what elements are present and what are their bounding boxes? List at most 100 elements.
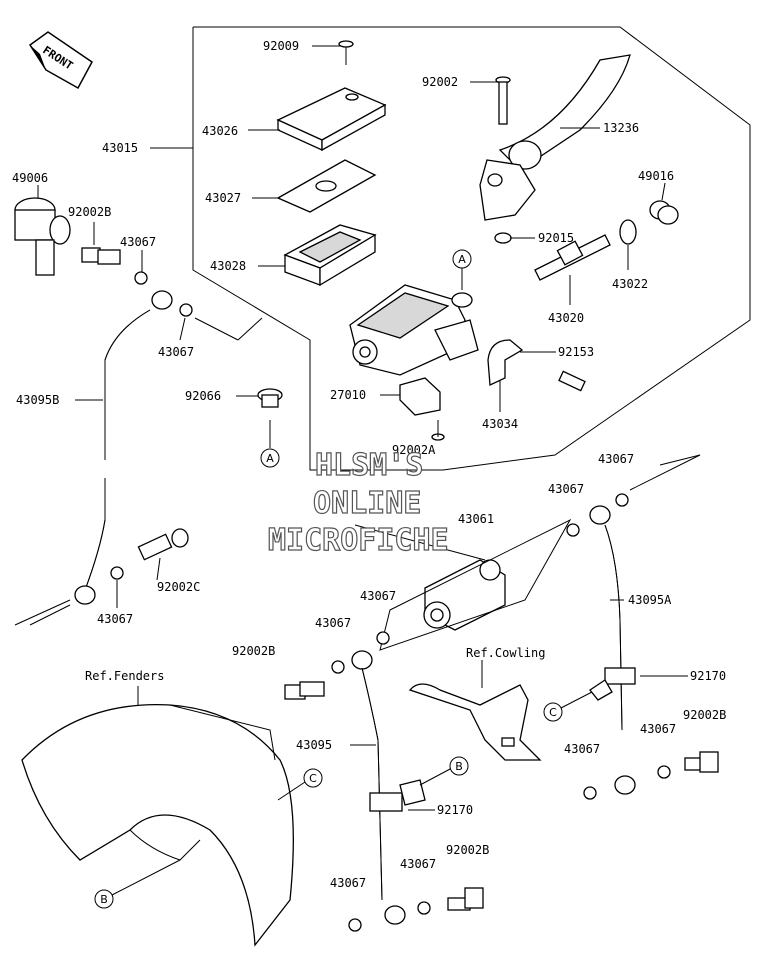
svg-text:A: A bbox=[458, 253, 466, 266]
clamp-92170-b bbox=[369, 779, 426, 812]
label-43095A: 43095A bbox=[628, 593, 672, 607]
svg-text:A: A bbox=[266, 452, 274, 465]
circlip-43022 bbox=[619, 219, 637, 245]
washer-43067-c bbox=[615, 493, 629, 507]
svg-text:C: C bbox=[309, 772, 317, 785]
callout-a2: A bbox=[260, 420, 280, 468]
label-43095B: 43095B bbox=[16, 393, 59, 407]
clamp-92170-a bbox=[589, 667, 636, 701]
label-43095: 43095 bbox=[296, 738, 332, 752]
boot-49016 bbox=[649, 200, 679, 225]
watermark-line-2: ONLINE bbox=[313, 486, 421, 521]
reservoir-diaphragm bbox=[283, 224, 377, 287]
washer-43067-a bbox=[134, 271, 148, 285]
label-49016: 49016 bbox=[638, 169, 674, 183]
washer-43067-f bbox=[376, 631, 390, 645]
hose-43095 bbox=[351, 650, 406, 925]
front-fender bbox=[21, 703, 294, 947]
hose-43095B bbox=[74, 290, 173, 605]
label-43061: 43061 bbox=[458, 512, 494, 526]
label-ref-cowling: Ref.Cowling bbox=[466, 646, 545, 660]
label-43067-k: 43067 bbox=[640, 722, 676, 736]
reservoir-plate bbox=[276, 159, 377, 213]
label-92170-a: 92170 bbox=[690, 669, 726, 683]
label-43067-f: 43067 bbox=[360, 589, 396, 603]
label-43067-i: 43067 bbox=[400, 857, 436, 871]
washer-43067-j bbox=[583, 786, 597, 800]
master-cylinder-body bbox=[349, 284, 479, 376]
label-13236: 13236 bbox=[603, 121, 639, 135]
label-ref-fenders: Ref.Fenders bbox=[85, 669, 164, 683]
screw-92009 bbox=[338, 40, 354, 65]
label-92170-b: 92170 bbox=[437, 803, 473, 817]
callout-c2: C bbox=[277, 768, 323, 801]
watermark: HLSM'S ONLINE MICROFICHE bbox=[267, 447, 449, 558]
label-92002B-d: 92002B bbox=[446, 843, 489, 857]
bolt-92153 bbox=[558, 370, 586, 392]
washer-43067-h bbox=[348, 918, 362, 932]
label-43020: 43020 bbox=[548, 311, 584, 325]
label-43027: 43027 bbox=[205, 191, 241, 205]
label-92002B-b: 92002B bbox=[683, 708, 726, 722]
brake-lever bbox=[479, 54, 631, 221]
watermark-line-3: MICROFICHE bbox=[268, 523, 449, 558]
assembly-outline bbox=[192, 26, 751, 471]
cap-92066 bbox=[257, 388, 283, 408]
banjo-bolt-92002C bbox=[137, 528, 189, 561]
label-43067-h: 43067 bbox=[330, 876, 366, 890]
label-92002A: 92002A bbox=[392, 443, 436, 457]
label-43067-a: 43067 bbox=[120, 235, 156, 249]
bolt-92002 bbox=[495, 76, 511, 125]
label-27010: 27010 bbox=[330, 388, 366, 402]
label-92066: 92066 bbox=[185, 389, 221, 403]
callout-b2: B bbox=[94, 859, 181, 909]
label-43026: 43026 bbox=[202, 124, 238, 138]
label-92002B-a: 92002B bbox=[68, 205, 111, 219]
switch-27010 bbox=[399, 377, 441, 416]
joint-43061 bbox=[354, 524, 506, 631]
label-49006: 49006 bbox=[12, 171, 48, 185]
label-43067-d: 43067 bbox=[548, 482, 584, 496]
label-43034: 43034 bbox=[482, 417, 518, 431]
nut-92015 bbox=[494, 232, 512, 244]
front-arrow-icon: FRONT bbox=[28, 31, 93, 90]
cap-49006 bbox=[14, 197, 71, 276]
svg-text:C: C bbox=[549, 706, 557, 719]
washer-43067-i bbox=[417, 901, 431, 915]
label-43022: 43022 bbox=[612, 277, 648, 291]
banjo-bolt-92002B-d bbox=[447, 887, 484, 911]
label-92015: 92015 bbox=[538, 231, 574, 245]
label-92153: 92153 bbox=[558, 345, 594, 359]
label-43067-e: 43067 bbox=[97, 612, 133, 626]
banjo-bolt-92002B-b bbox=[684, 751, 719, 773]
washer-43067-b bbox=[179, 303, 193, 317]
label-43067-b: 43067 bbox=[158, 345, 194, 359]
label-92009: 92009 bbox=[263, 39, 299, 53]
label-43015: 43015 bbox=[102, 141, 138, 155]
banjo-bolt-92002B-a bbox=[81, 247, 121, 265]
piston-43020 bbox=[534, 234, 611, 281]
label-43067-c: 43067 bbox=[598, 452, 634, 466]
banjo-bolt-92002B-c bbox=[284, 681, 325, 700]
callout-b1: B bbox=[419, 756, 469, 786]
callout-a1: A bbox=[452, 249, 472, 290]
washer-43067-k bbox=[657, 765, 671, 779]
label-43028: 43028 bbox=[210, 259, 246, 273]
part-labels: 92009 43026 43015 43027 43028 92002 1323… bbox=[12, 39, 726, 890]
label-92002B-c: 92002B bbox=[232, 644, 275, 658]
washer-43067-d bbox=[566, 523, 580, 537]
cowling-bracket bbox=[408, 683, 542, 761]
hose-43095A bbox=[589, 505, 636, 795]
watermark-line-1: HLSM'S bbox=[315, 448, 423, 483]
reservoir-cap bbox=[276, 87, 387, 152]
svg-text:B: B bbox=[455, 760, 463, 773]
label-92002C: 92002C bbox=[157, 580, 200, 594]
label-43067-g: 43067 bbox=[315, 616, 351, 630]
washer-43067-e bbox=[110, 566, 124, 580]
label-92002: 92002 bbox=[422, 75, 458, 89]
leader-lines bbox=[14, 45, 701, 811]
clamp-43034 bbox=[487, 339, 524, 386]
screw-92002A bbox=[431, 420, 445, 441]
